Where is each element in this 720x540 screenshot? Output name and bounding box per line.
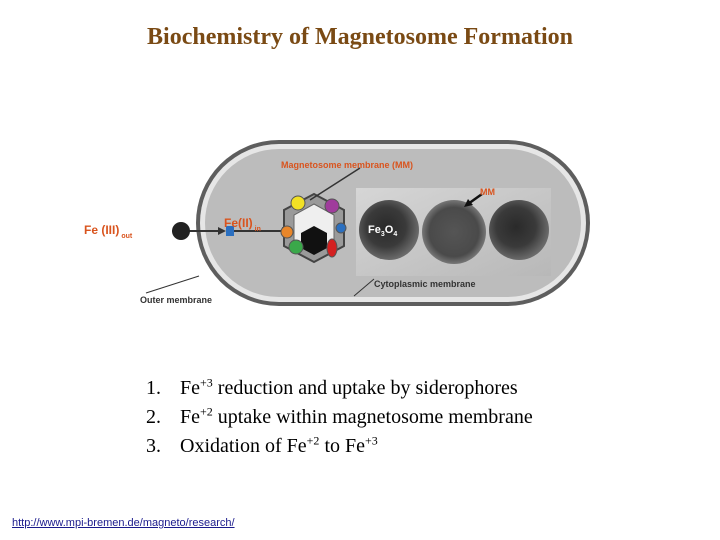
magnetosome-crystal-1: [359, 200, 419, 260]
magnetosome-crystal-3: [489, 200, 549, 260]
magnetosome-crystal-2: [422, 200, 486, 264]
mm-label: MM: [480, 187, 495, 197]
magnetosome-diagram: Fe (III)out Fe(II)in Magnetosome membran…: [84, 136, 604, 316]
step-1: 1.Fe+3 reduction and uptake by sideropho…: [146, 375, 518, 399]
cytoplasmic-membrane-label: Cytoplasmic membrane: [374, 279, 476, 289]
source-link[interactable]: http://www.mpi-bremen.de/magneto/researc…: [12, 517, 235, 529]
magnetite-hexagon: [301, 226, 327, 255]
magnetosome-membrane-label: Magnetosome membrane (MM): [281, 160, 414, 170]
cytoplasmic-membrane-leader: [353, 278, 375, 297]
fe3-out-label: Fe (III)out: [84, 223, 133, 240]
outer-membrane-label: Outer membrane: [140, 295, 213, 305]
mm-label-pointer: [309, 167, 361, 201]
slide-title: Biochemistry of Magnetosome Formation: [147, 24, 573, 50]
steps-list: 1.Fe+3 reduction and uptake by sideropho…: [146, 374, 533, 461]
protein-blue: [335, 222, 347, 234]
protein-orange: [280, 225, 294, 239]
step-3: 3.Oxidation of Fe+2 to Fe+3: [146, 433, 378, 457]
protein-red: [326, 238, 338, 258]
step-2: 2.Fe+2 uptake within magnetosome membran…: [146, 404, 533, 428]
siderophore-shape: [172, 222, 190, 240]
protein-green: [288, 239, 304, 255]
fe2-in-label: Fe(II)in: [224, 216, 261, 233]
diagram-drawing: [145, 140, 590, 306]
protein-purple: [324, 198, 340, 214]
protein-yellow: [290, 195, 306, 211]
fe3o4-label: Fe3O4: [368, 224, 398, 239]
outer-membrane-leader: [145, 275, 200, 294]
